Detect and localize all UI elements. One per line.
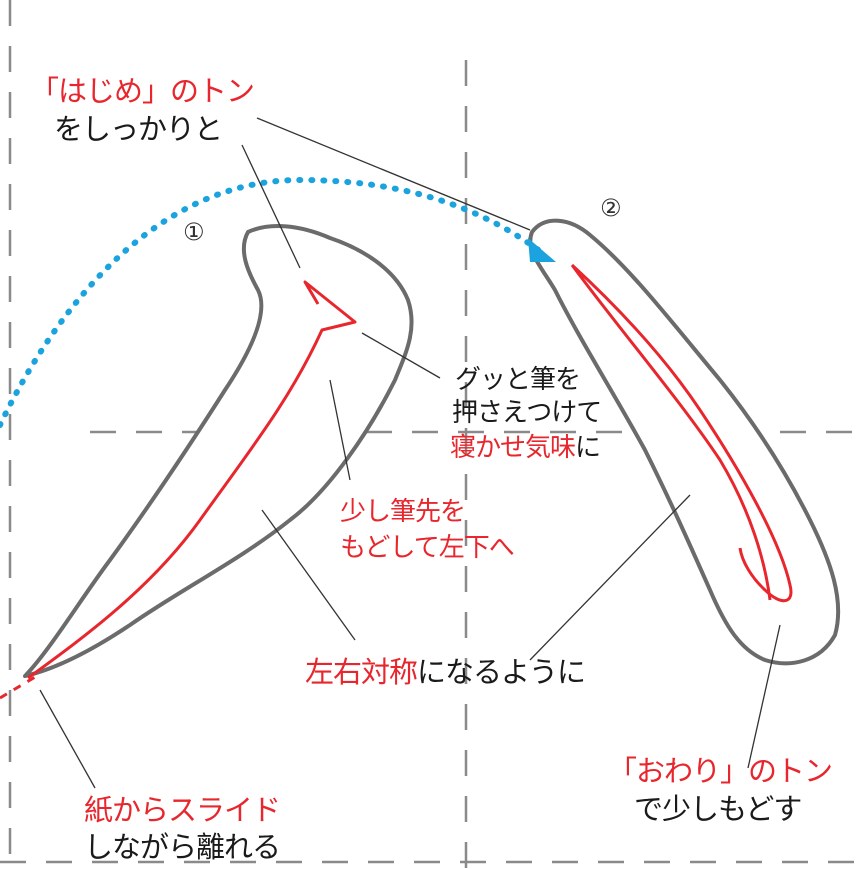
start-tone-label: 「はじめ」のトン xyxy=(30,74,255,108)
press-line-3: 寝かせ気味に xyxy=(450,432,601,464)
stroke-1-outline xyxy=(23,224,414,678)
start-tone-instruction: をしっかりと xyxy=(54,112,223,146)
leader-slide xyxy=(39,689,96,789)
brush-travel-path xyxy=(0,176,548,428)
leader-end-tone xyxy=(747,624,781,769)
leader-start-tone-b xyxy=(256,117,531,231)
stroke-2-brush-path xyxy=(570,263,793,603)
end-tone-label: 「おわり」のトン xyxy=(608,754,833,788)
slide-instruction: しながら離れる xyxy=(84,830,281,864)
stroke-1-exit-dash xyxy=(0,672,41,700)
press-line-3-emphasis: 寝かせ気味 xyxy=(450,433,576,463)
leader-symmetry-left xyxy=(261,509,356,641)
stroke-number-1: ① xyxy=(183,218,205,246)
press-line-3-suffix: に xyxy=(575,433,601,463)
stroke-1-brush-path xyxy=(27,280,357,680)
symmetry-label: 左右対称になるように xyxy=(305,655,586,689)
leader-press xyxy=(361,332,441,379)
leader-start-tone-a xyxy=(241,144,301,269)
tip-back-line-2: もどして左下へ xyxy=(340,533,515,563)
travel-arrow-head xyxy=(528,238,556,262)
leader-symmetry-right xyxy=(529,494,691,661)
symmetry-emphasis: 左右対称 xyxy=(305,655,418,689)
stroke-number-2: ② xyxy=(600,194,622,222)
end-tone-instruction: で少しもどす xyxy=(634,792,802,826)
symmetry-suffix: になるように xyxy=(417,655,586,689)
tip-back-line-1: 少し筆先を xyxy=(340,497,466,527)
press-line-1: グッと筆を xyxy=(455,365,581,395)
leader-tip-back xyxy=(329,379,351,481)
press-line-2: 押さえつけて xyxy=(452,398,602,428)
slide-label: 紙からスライド xyxy=(84,793,281,827)
